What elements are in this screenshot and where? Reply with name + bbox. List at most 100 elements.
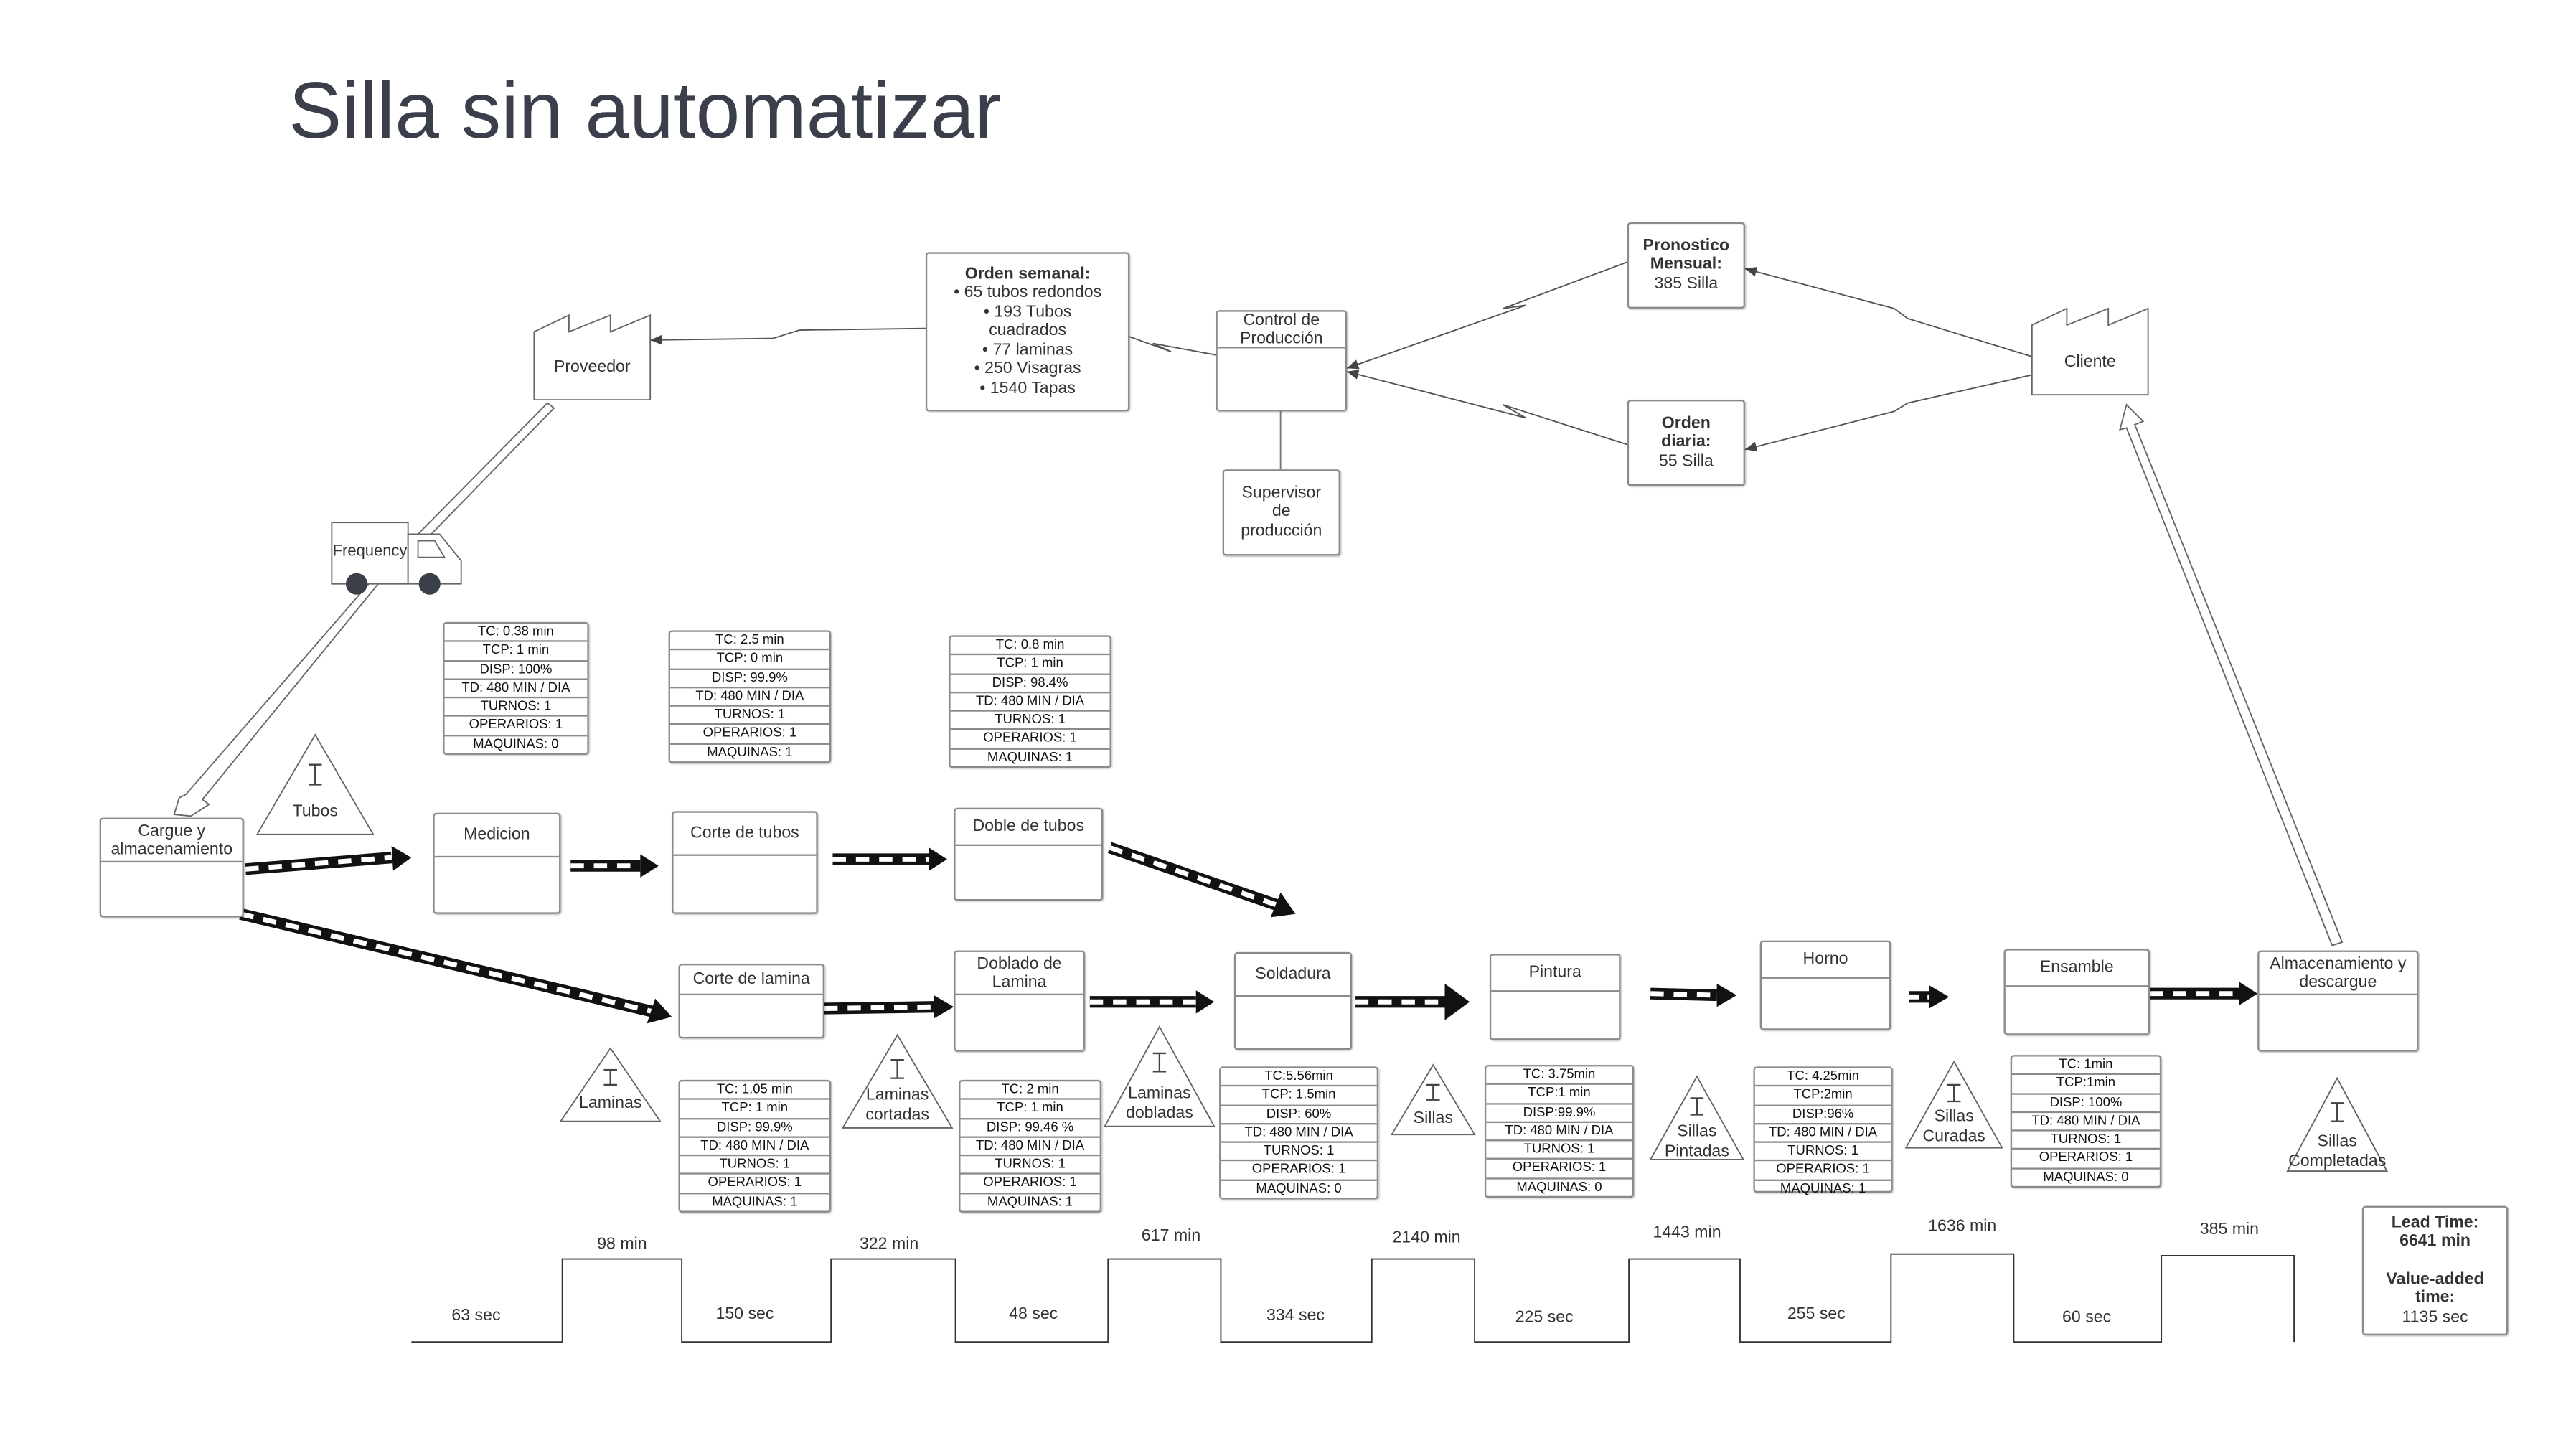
production-control-box: Control de Producción xyxy=(1216,310,1348,412)
daily-order-label: Orden xyxy=(1661,414,1711,433)
push-arrow-horno-ensamble xyxy=(1909,985,1950,1009)
data-row: TURNOS: 1 xyxy=(960,1157,1100,1175)
process-label: Doblado de Lamina xyxy=(955,952,1083,996)
process-label: Soldadura xyxy=(1236,954,1350,997)
process-time-label: 334 sec xyxy=(1266,1307,1325,1326)
process-label: Almacenamiento y descargue xyxy=(2259,952,2417,996)
weekly-order-item: • 1540 Tapas xyxy=(979,379,1076,398)
process-label: Medicion xyxy=(434,814,560,858)
inventory-triangle-sillas-pintadas xyxy=(1649,1075,1745,1160)
inventory-text: dobladas xyxy=(1125,1104,1193,1122)
weekly-order-item: cuadrados xyxy=(989,322,1067,341)
data-row: MAQUINAS: 0 xyxy=(1516,1179,1602,1194)
inventory-label-sillas-pintadas: Sillas Pintadas xyxy=(1665,1123,1729,1161)
weekly-order-item: • 65 tubos redondos xyxy=(954,283,1102,303)
push-arrow-corte-doble-tubos xyxy=(832,847,947,871)
data-row: TC: 1min xyxy=(2012,1057,2160,1076)
process-label: Pintura xyxy=(1491,956,1620,992)
lead-time-label: Lead Time: xyxy=(2391,1213,2479,1233)
inventory-text: Laminas xyxy=(865,1086,929,1105)
inventory-triangle-sillas-completadas xyxy=(2286,1076,2389,1172)
data-row: TD: 480 MIN / DIA xyxy=(680,1138,829,1157)
process-box-medicion: Medicion xyxy=(433,812,561,914)
process-box-pintura: Pintura xyxy=(1489,954,1621,1040)
process-box-corte-tubos: Corte de tubos xyxy=(672,811,818,914)
data-box-pintura: TC: 3.75min TCP:1 min DISP:99.9% TD: 480… xyxy=(1484,1065,1635,1198)
data-row: DISP: 99.9% xyxy=(680,1119,829,1138)
data-row: TD: 480 MIN / DIA xyxy=(669,688,829,707)
shipment-arrow-supplier-to-truck xyxy=(416,402,555,539)
data-row: MAQUINAS: 1 xyxy=(987,749,1073,765)
data-row: TURNOS: 1 xyxy=(669,707,829,726)
data-row: DISP:96% xyxy=(1754,1106,1891,1125)
inventory-label-tubos: Tubos xyxy=(293,803,338,822)
data-row: TCP: 1.5min xyxy=(1221,1087,1377,1106)
data-row: MAQUINAS: 0 xyxy=(2043,1169,2129,1185)
data-box-doble-tubos: TC: 0.8 min TCP: 1 min DISP: 98.4% TD: 4… xyxy=(949,635,1111,768)
data-row: DISP: 99.9% xyxy=(669,669,829,689)
process-box-cargue: Cargue y almacenamiento xyxy=(99,817,244,918)
data-row: TCP:1 min xyxy=(1486,1086,1632,1104)
data-row: TD: 480 MIN / DIA xyxy=(950,693,1110,713)
data-box-medicion: TC: 0.38 min TCP: 1 min DISP: 100% TD: 4… xyxy=(443,621,589,755)
push-arrow-ensamble-almacenamiento xyxy=(2149,982,2258,1005)
process-time-label: 225 sec xyxy=(1515,1308,1574,1327)
data-box-corte-lamina: TC: 1.05 min TCP: 1 min DISP: 99.9% TD: … xyxy=(678,1079,832,1213)
process-label: Doble de tubos xyxy=(955,809,1101,846)
info-flow-order-to-control xyxy=(1129,336,1216,356)
process-box-corte-lamina: Corte de lamina xyxy=(678,964,824,1039)
process-label: Corte de tubos xyxy=(673,813,817,856)
supervisor-box: Supervisor de producción xyxy=(1222,469,1340,556)
supervisor-label: Supervisor xyxy=(1241,484,1322,502)
inventory-text: Sillas xyxy=(1413,1109,1453,1128)
data-row: OPERARIOS: 1 xyxy=(1754,1162,1891,1181)
data-row: TC: 0.8 min xyxy=(950,637,1110,656)
data-row: TCP: 0 min xyxy=(669,651,829,669)
data-box-ensamble: TC: 1min TCP:1min DISP: 100% TD: 480 MIN… xyxy=(2010,1055,2162,1188)
data-row: TC: 2 min xyxy=(960,1081,1100,1101)
inventory-label-laminas-cortadas: Laminas cortadas xyxy=(865,1086,929,1124)
process-label: Horno xyxy=(1762,942,1890,979)
info-flow-customer-to-forecast xyxy=(1744,266,2033,357)
daily-order-value: 55 Silla xyxy=(1658,452,1714,471)
data-row: OPERARIOS: 1 xyxy=(1221,1162,1377,1181)
push-arrow-cargue-medicion xyxy=(245,845,412,875)
value-added-label: time: xyxy=(2415,1289,2455,1308)
process-time-label: 255 sec xyxy=(1787,1305,1846,1324)
push-arrow-doble-tubos-out xyxy=(1107,842,1296,918)
lead-time-value: 6641 min xyxy=(2399,1233,2471,1251)
page-title: Silla sin automatizar xyxy=(288,67,1002,156)
data-box-doblado-lamina: TC: 2 min TCP: 1 min DISP: 99.46 % TD: 4… xyxy=(959,1079,1101,1213)
data-row: TC:5.56min xyxy=(1221,1068,1377,1087)
monthly-forecast-box: Pronostico Mensual: 385 Silla xyxy=(1627,222,1745,309)
shipment-arrow-almacen-to-client xyxy=(2119,403,2344,946)
process-time-label: 48 sec xyxy=(1009,1305,1058,1324)
data-box-corte-tubos: TC: 2.5 min TCP: 0 min DISP: 99.9% TD: 4… xyxy=(668,630,832,763)
shipment-arrow-truck-to-cargue xyxy=(173,579,380,817)
data-row: TC: 1.05 min xyxy=(680,1081,829,1101)
data-row: MAQUINAS: 1 xyxy=(707,744,793,760)
data-row: TCP:2min xyxy=(1754,1087,1891,1106)
data-row: MAQUINAS: 1 xyxy=(1780,1180,1866,1196)
forecast-label: Pronostico xyxy=(1642,236,1730,255)
process-box-horno: Horno xyxy=(1759,940,1891,1030)
data-row: TURNOS: 1 xyxy=(950,712,1110,731)
lead-time-summary-box: Lead Time: 6641 min Value-added time: 11… xyxy=(2361,1205,2509,1335)
data-row: TC: 3.75min xyxy=(1486,1066,1632,1086)
data-row: OPERARIOS: 1 xyxy=(1486,1160,1632,1180)
process-label: Cargue y almacenamiento xyxy=(101,819,243,863)
data-row: TCP: 1 min xyxy=(960,1100,1100,1119)
inventory-triangle-sillas xyxy=(1390,1063,1476,1136)
weekly-order-item: • 193 Tubos xyxy=(983,303,1072,321)
data-row: TC: 2.5 min xyxy=(669,632,829,651)
inventory-triangle-laminas-dobladas xyxy=(1104,1025,1216,1127)
supplier-factory-icon xyxy=(533,314,652,401)
data-row: OPERARIOS: 1 xyxy=(669,725,829,745)
weekly-order-heading: Orden semanal: xyxy=(964,265,1091,283)
data-row: TCP: 1 min xyxy=(680,1100,829,1119)
inventory-text: Completadas xyxy=(2288,1152,2387,1170)
info-flow-daily-to-control xyxy=(1346,370,1628,446)
timeline-ladder xyxy=(411,1253,2295,1343)
data-row: TC: 0.38 min xyxy=(444,624,588,643)
data-row: DISP: 98.4% xyxy=(950,674,1110,694)
